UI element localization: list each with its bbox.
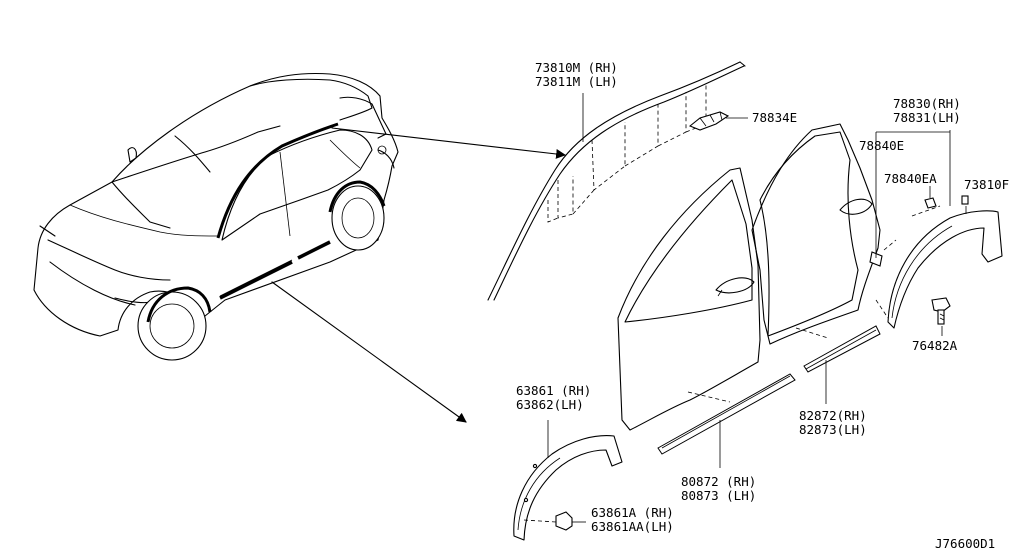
label-front-arch-rh: 63861 (RH) xyxy=(516,383,591,398)
label-rear-arch-lh: 78831(LH) xyxy=(893,110,961,125)
label-rear-arch-rh: 78830(RH) xyxy=(893,96,961,111)
vehicle-illustration xyxy=(33,72,399,361)
label-rear-door-molding-rh: 82872(RH) xyxy=(799,408,867,423)
front-arch-clip-part xyxy=(555,511,586,531)
grommet-part xyxy=(924,197,937,209)
diagram-code: J76600D1 xyxy=(935,536,995,551)
roof-clip-part xyxy=(688,111,748,131)
label-front-arch-clip-lh: 63861AA(LH) xyxy=(591,519,674,534)
label-clip-f: 73810F xyxy=(964,177,1009,192)
leader-arrows xyxy=(271,127,566,423)
label-roof-molding-lh: 73811M (LH) xyxy=(535,74,618,89)
label-front-arch-clip-rh: 63861A (RH) xyxy=(591,505,674,520)
rear-arch-molding-part xyxy=(875,130,1003,329)
label-grommet-a: 78840EA xyxy=(884,171,937,186)
label-front-arch-lh: 63862(LH) xyxy=(516,397,584,412)
rear-door-molding-part xyxy=(803,325,881,404)
doors-illustration xyxy=(617,123,883,431)
screw-part xyxy=(931,297,951,336)
label-front-door-molding-rh: 80872 (RH) xyxy=(681,474,756,489)
label-roof-clip: 78834E xyxy=(752,110,797,125)
label-grommet: 78840E xyxy=(859,138,904,153)
label-screw: 76482A xyxy=(912,338,958,353)
front-door-molding-part xyxy=(657,373,796,468)
label-rear-door-molding-lh: 82873(LH) xyxy=(799,422,867,437)
label-front-door-molding-lh: 80873 (LH) xyxy=(681,488,756,503)
roof-molding-part xyxy=(487,61,746,301)
label-roof-molding-rh: 73810M (RH) xyxy=(535,60,618,75)
clip-f-part xyxy=(961,195,969,205)
part-labels: 73810M (RH) 73811M (LH) 78834E 78830(RH)… xyxy=(516,60,1009,551)
front-arch-molding-part xyxy=(513,420,623,541)
